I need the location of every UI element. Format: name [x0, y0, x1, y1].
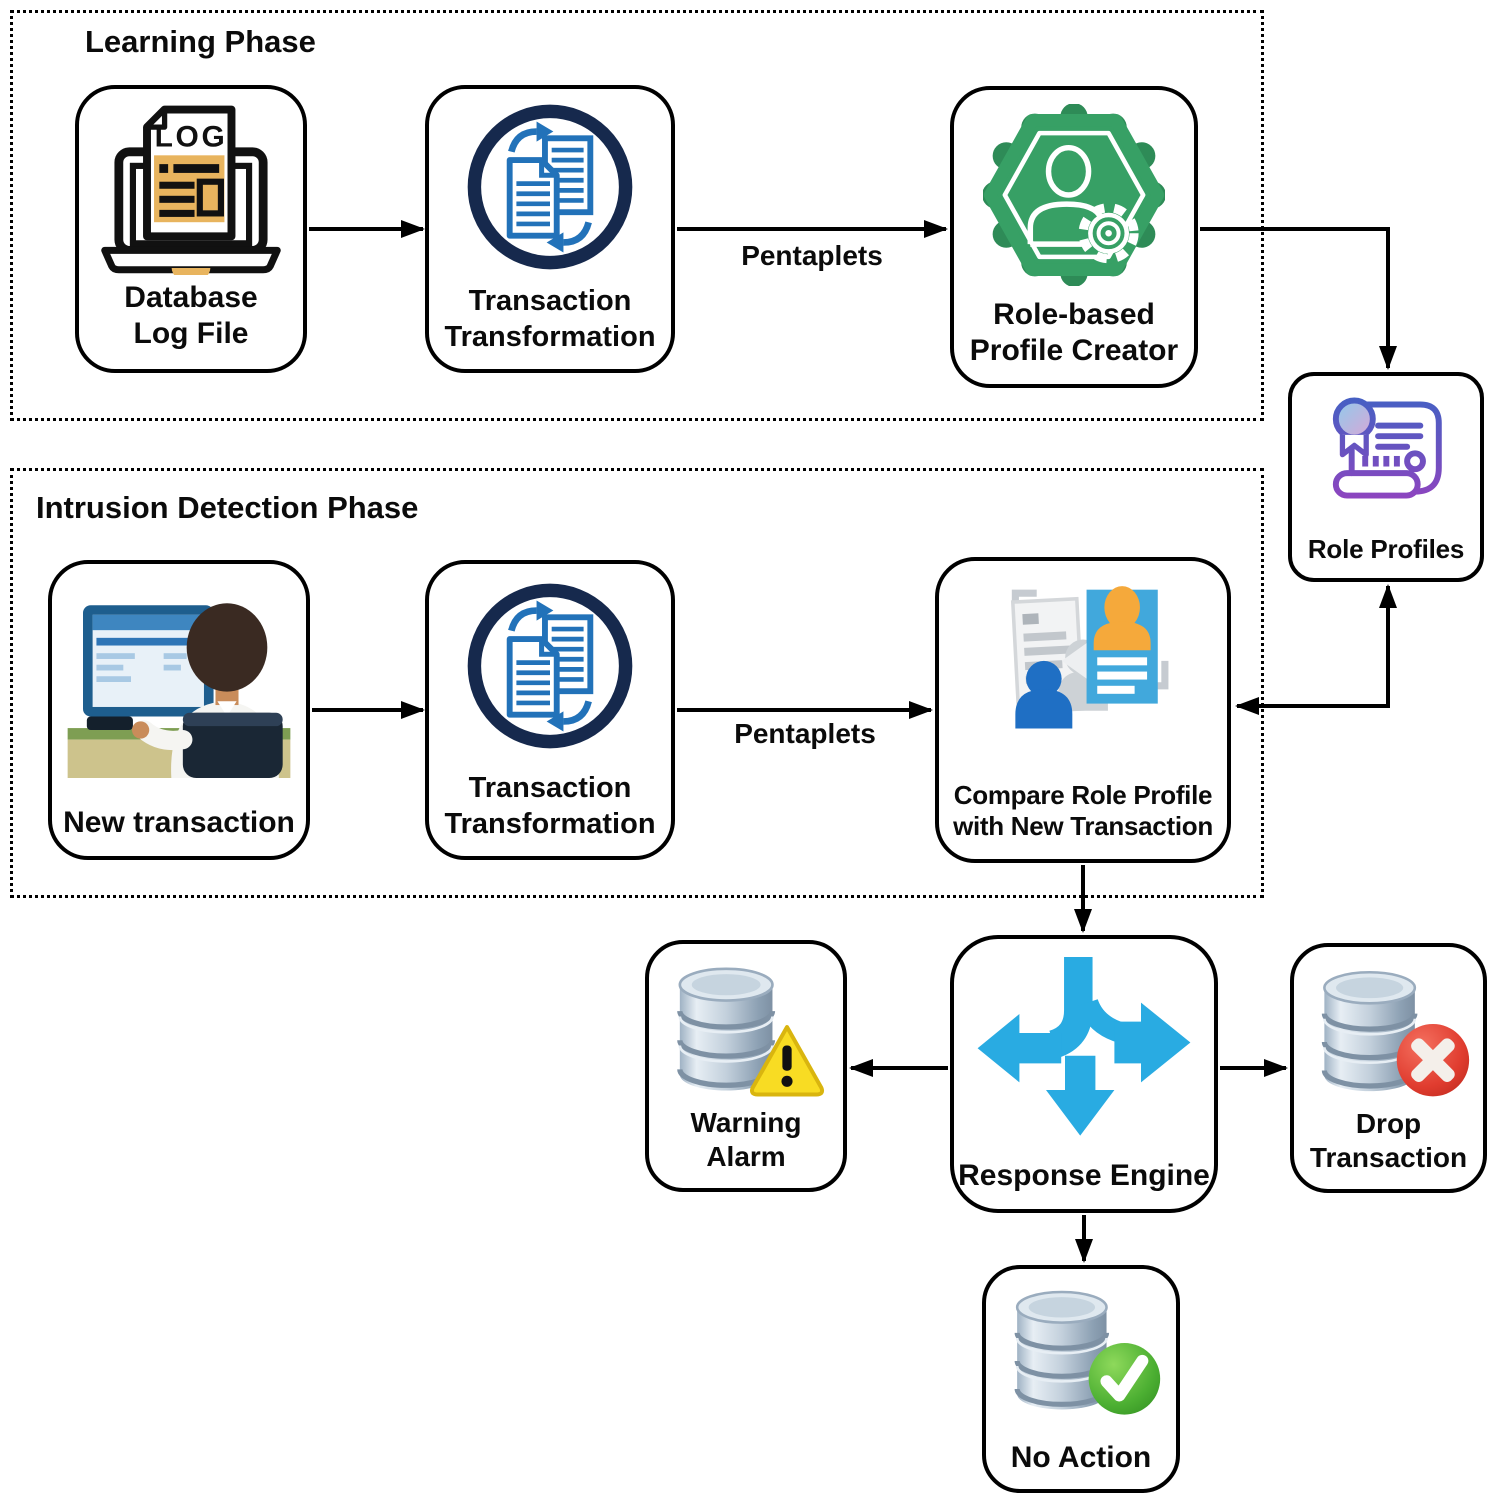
node-new-transaction: New transaction — [48, 560, 310, 860]
document-transform-icon — [466, 103, 634, 271]
pentaplets-label-learning: Pentaplets — [741, 240, 883, 271]
learning-phase-title: Learning Phase — [85, 24, 316, 59]
node-warning-alarm: Warning Alarm — [645, 940, 847, 1192]
node-drop-transaction: Drop Transaction — [1290, 943, 1487, 1193]
profile-compare-icon — [975, 579, 1191, 757]
node-label: Response Engine — [958, 1159, 1210, 1193]
node-label: Transaction Transformation — [444, 285, 656, 353]
detection-phase-title: Intrusion Detection Phase — [36, 490, 419, 525]
node-role-profiles: Role Profiles — [1288, 372, 1484, 582]
document-transform-icon — [466, 582, 634, 750]
warning-triangle-icon — [749, 1025, 825, 1097]
person-gear-badge-icon — [983, 104, 1165, 286]
node-response-engine: Response Engine — [950, 935, 1218, 1213]
node-label: Database Log File — [124, 280, 258, 351]
node-transaction-transformation-learning: Transaction Transformation — [425, 85, 675, 373]
database-check-icon — [998, 1279, 1164, 1425]
node-role-based-profile-creator: Role-based Profile Creator — [950, 86, 1198, 388]
node-no-action: No Action — [982, 1265, 1180, 1493]
node-label: Transaction Transformation — [444, 772, 656, 840]
node-transaction-transformation-detection: Transaction Transformation — [425, 560, 675, 860]
database-cancel-icon — [1305, 959, 1473, 1107]
node-label: Compare Role Profile with New Transactio… — [953, 779, 1213, 842]
pentaplets-label-detection: Pentaplets — [734, 718, 876, 749]
node-label: New transaction — [63, 806, 295, 840]
node-label: Warning Alarm — [690, 1107, 802, 1173]
log-text: LOG — [155, 121, 228, 154]
person-at-computer-icon — [60, 586, 298, 778]
cancel-badge-icon — [1396, 1023, 1469, 1097]
learning-phase-box — [10, 10, 1264, 421]
branch-arrows-icon — [970, 953, 1198, 1151]
certificate-scroll-icon — [1318, 386, 1454, 518]
check-badge-icon — [1088, 1343, 1161, 1415]
node-compare-role-profile: Compare Role Profile with New Transactio… — [935, 557, 1231, 863]
node-database-log-file: LOG Database Log File — [75, 85, 307, 373]
database-warning-icon — [660, 956, 832, 1106]
node-label: Role-based Profile Creator — [969, 297, 1179, 368]
node-label: Drop Transaction — [1309, 1108, 1468, 1174]
node-label: No Action — [1010, 1441, 1152, 1475]
node-label: Role Profiles — [1307, 534, 1465, 565]
laptop-log-icon: LOG — [93, 99, 289, 275]
